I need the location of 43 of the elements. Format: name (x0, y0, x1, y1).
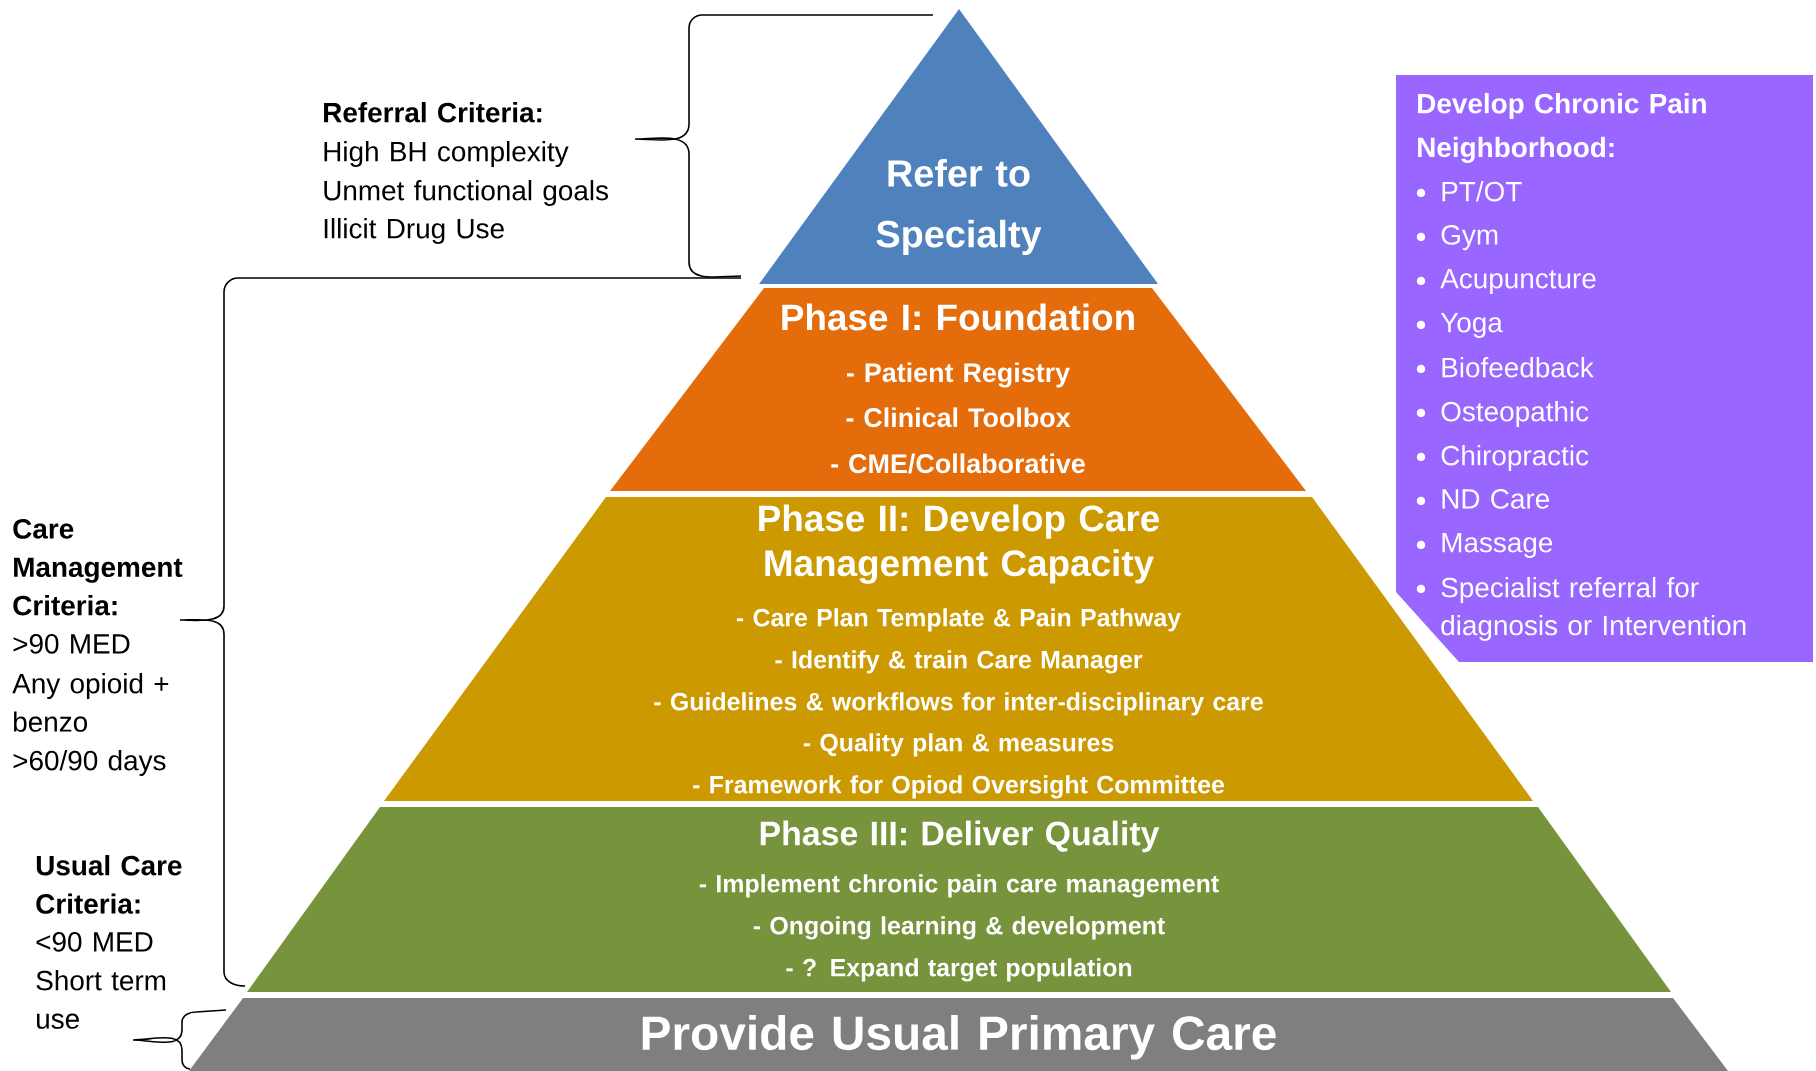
list-item: - CME/Collaborative (831, 453, 1085, 474)
criteria-text: <90 MED (36, 932, 153, 952)
list-item: - Patient Registry (846, 362, 1070, 388)
criteria-text: >60/90 days (13, 750, 166, 776)
tier-heading: Refer to Specialty (876, 159, 1042, 256)
panel-heading: Develop Chronic Pain Neighborhood: (1418, 93, 1706, 163)
tier-heading: Phase I: Foundation (782, 303, 1134, 331)
list-item: Massage (1442, 533, 1553, 558)
pyramid-tier (247, 807, 1671, 992)
criteria-text: Unmet functional goals (324, 180, 608, 206)
criteria-text: Short term use (36, 970, 166, 1029)
criteria-text: Any opioid + benzo (12, 673, 169, 732)
list-item: - Care Plan Template & Pain Pathway (736, 608, 1181, 632)
list-panel (1396, 75, 1813, 662)
list-item: Specialist referral for diagnosis or Intervention (1441, 577, 1746, 641)
criteria-text: Illicit Drug Use (324, 218, 504, 244)
list-item: Chiropractic (1441, 445, 1589, 471)
tier-heading: Phase III: Deliver Quality (760, 820, 1160, 853)
tier-heading: Provide Usual Primary Care (642, 1015, 1276, 1060)
list-item: Acupuncture (1440, 269, 1596, 294)
list-item: ND Care (1442, 489, 1549, 509)
criteria-text: >90 MED (13, 634, 130, 654)
list-item: Gym (1441, 225, 1498, 251)
list-item: - Implement chronic pain care management (699, 874, 1219, 898)
list-item: Biofeedback (1442, 357, 1594, 378)
list-item: - ? Expand target population (786, 958, 1132, 982)
criteria-text: High BH complexity (324, 141, 569, 167)
criteria-heading: Usual Care Criteria: (36, 855, 182, 914)
criteria-heading: Care Management Criteria: (13, 519, 183, 616)
list-item: - Ongoing learning & development (753, 916, 1165, 940)
list-item: Osteopathic (1441, 401, 1589, 427)
list-item: - Framework for Opiod Oversight Committee (693, 775, 1225, 799)
pyramid-tier (759, 9, 1158, 284)
list-item: - Quality plan & measures (803, 733, 1114, 757)
list-item: - Guidelines & workflows for inter-disciplinary care (654, 692, 1263, 716)
criteria-heading: Referral Criteria: (324, 102, 542, 123)
list-item: Yoga (1440, 313, 1503, 338)
list-item: - Clinical Toolbox (846, 407, 1071, 428)
tier-heading: Phase II: Develop Care Management Capacity (759, 504, 1159, 584)
pyramid-tier (610, 288, 1306, 491)
pyramid-tier (189, 998, 1728, 1071)
list-item: - Identify & train Care Manager (775, 650, 1143, 674)
list-item: PT/OT (1442, 181, 1522, 202)
